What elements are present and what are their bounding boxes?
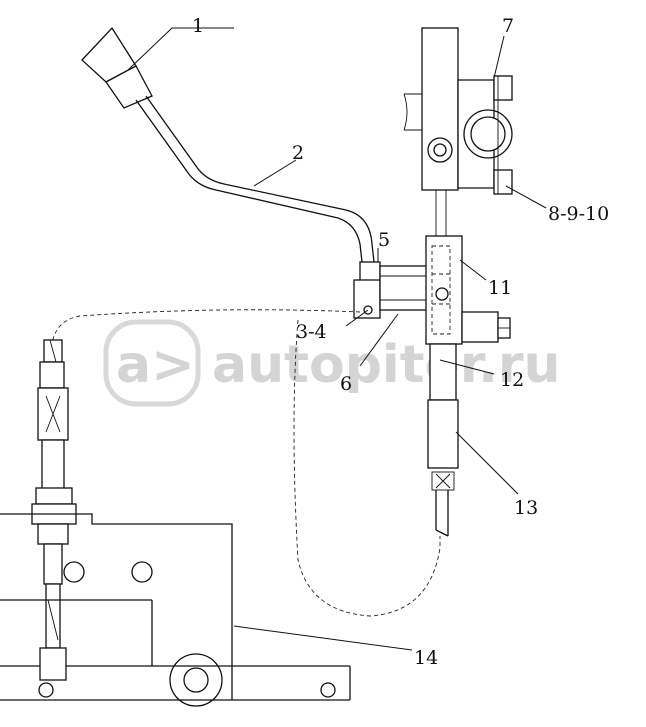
gearbox-housing (0, 513, 351, 707)
leader-lines (127, 27, 547, 651)
callout-labels: 1 2 3-4 5 6 7 8-9-10 11 12 13 14 (192, 15, 609, 669)
callout-2: 2 (292, 142, 304, 164)
watermark-logo-box (103, 319, 201, 407)
shift-lever (135, 95, 375, 263)
watermark-text: autopiter.ru (212, 335, 561, 395)
callout-1: 1 (192, 15, 204, 37)
callout-13: 13 (514, 497, 538, 519)
callout-8-9-10: 8-9-10 (548, 203, 609, 225)
clamp-bracket (427, 75, 513, 195)
cable-end (31, 339, 77, 649)
watermark-logo-glyph: a> (116, 335, 195, 395)
callout-5: 5 (378, 229, 390, 251)
callout-12: 12 (500, 369, 524, 391)
callout-14: 14 (414, 647, 438, 669)
callout-11: 11 (488, 277, 512, 299)
watermark: a> autopiter.ru (103, 319, 561, 407)
shift-knob (81, 26, 153, 109)
callout-3-4: 3-4 (296, 321, 327, 343)
callout-6: 6 (340, 373, 352, 395)
cable-route (51, 309, 441, 617)
lever-bracket (353, 261, 431, 319)
shift-shaft (403, 27, 511, 537)
callout-7: 7 (502, 15, 514, 37)
